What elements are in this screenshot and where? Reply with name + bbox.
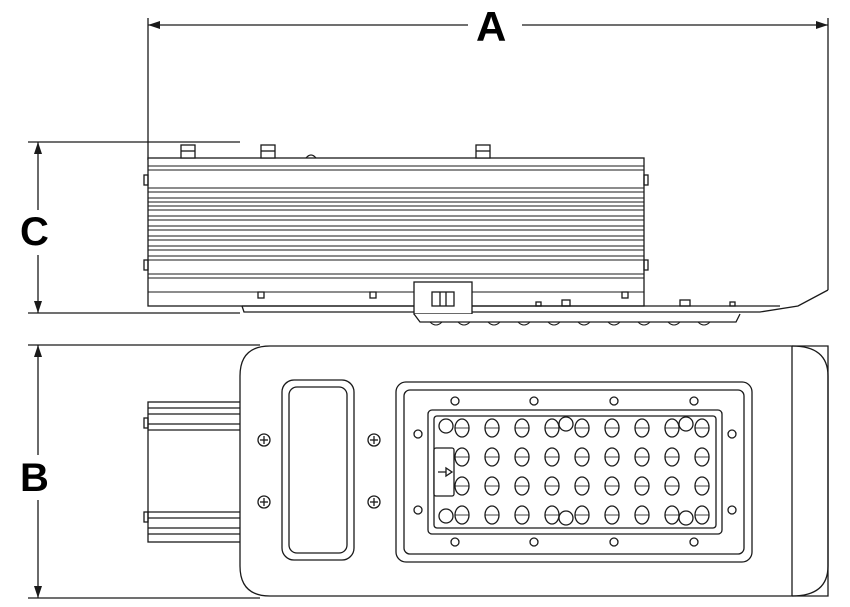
lens-bumps [429,321,711,326]
side-view [143,144,829,326]
heatsink-fins [148,165,644,293]
dimension-c-label: C [20,210,49,254]
dimension-a-label: A [470,6,513,48]
dimension-b-line [28,344,260,599]
module-screws [413,396,737,547]
top-bolts [180,144,491,159]
dimension-a-line [147,18,829,290]
led-array [454,418,710,525]
screw-icon [257,433,381,509]
dimension-c-line [28,141,240,314]
dimension-b-label: B [20,456,49,500]
bottom-view [143,345,829,597]
